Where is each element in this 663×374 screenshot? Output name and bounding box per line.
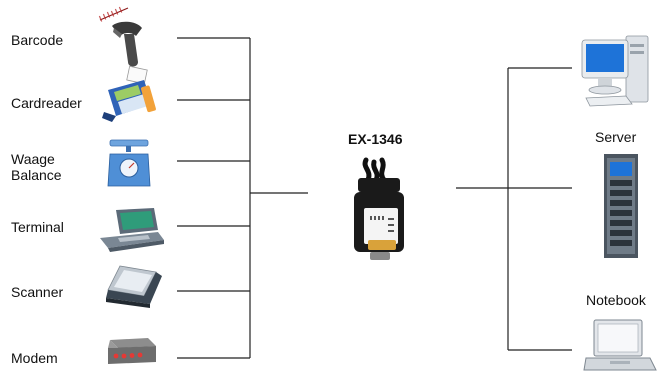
adapter-title: EX-1346	[348, 131, 403, 147]
usb-serial-adapter-icon	[354, 157, 404, 260]
label-modem: Modem	[11, 350, 58, 366]
label-server: Server	[595, 129, 637, 145]
flatbed-scanner-icon	[106, 265, 162, 308]
label-scanner: Scanner	[11, 284, 64, 300]
server-rack-icon	[604, 154, 638, 258]
desktop-pc-icon	[581, 35, 649, 107]
label-barcode: Barcode	[11, 32, 64, 48]
card-reader-icon	[102, 65, 156, 122]
label-terminal: Terminal	[11, 219, 64, 235]
barcode-scanner-icon	[98, 6, 142, 67]
label-cardreader: Cardreader	[11, 95, 82, 111]
modem-icon	[108, 338, 156, 364]
notebook-icon	[583, 319, 657, 371]
scale-icon	[107, 139, 151, 187]
label-balance: Waage Balance	[11, 151, 62, 183]
label-notebook: Notebook	[586, 292, 646, 308]
terminal-icon	[100, 208, 164, 252]
